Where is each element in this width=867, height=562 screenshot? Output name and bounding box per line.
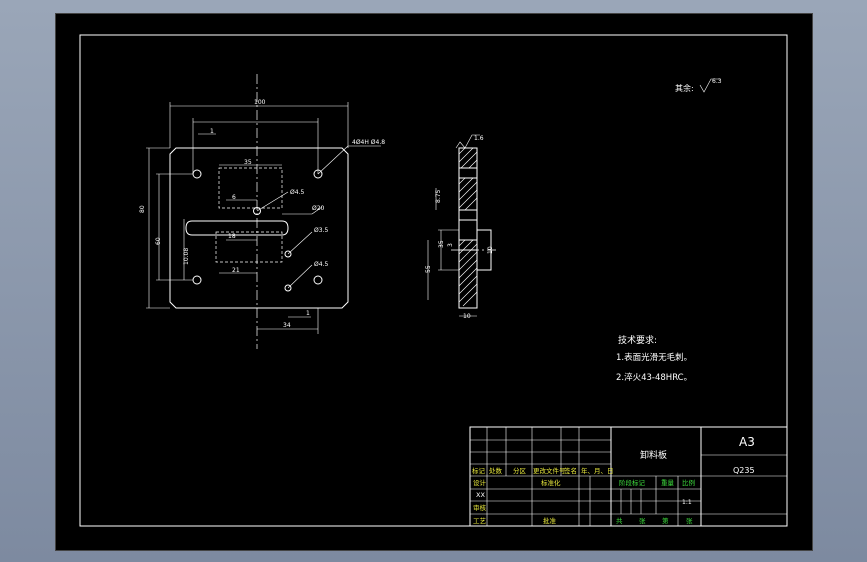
header-sign: 签名 bbox=[564, 466, 577, 475]
drawing-sheet: 其余: 6.3 100 1 80 60 10.08 bbox=[55, 13, 813, 551]
header-date: 年、月、日 bbox=[581, 466, 614, 475]
dim-left-height: 80 bbox=[139, 205, 146, 213]
side-dim-bottom: 10 bbox=[463, 313, 471, 320]
dim-hole-b: Ø3.5 bbox=[314, 227, 328, 234]
cad-drawing: 其余: 6.3 100 1 80 60 10.08 bbox=[79, 34, 788, 527]
header-zone: 分区 bbox=[513, 466, 527, 475]
material: Q235 bbox=[733, 466, 755, 475]
title-block: 卸料板 A3 Q235 标记 处数 分区 更改文件号 签名 年、月、日 设计 X… bbox=[469, 426, 788, 527]
side-roughness-value: 1.6 bbox=[474, 135, 484, 142]
dim-hole-a: Ø4.5 bbox=[290, 189, 304, 196]
side-roughness-symbol bbox=[455, 134, 480, 149]
center-hole-low bbox=[284, 284, 292, 292]
side-view: 1.6 8.75 35 3 55 10 10 bbox=[425, 134, 496, 320]
label-process: 工艺 bbox=[473, 517, 487, 525]
dim-top-small: 1 bbox=[210, 128, 214, 135]
center-hole-mid bbox=[284, 250, 292, 258]
corner-hole-tr bbox=[313, 169, 323, 179]
dim-18: 18 bbox=[228, 233, 236, 240]
center-hole-top bbox=[253, 207, 261, 215]
header-change-doc: 更改文件号 bbox=[533, 466, 566, 475]
header-mark: 标记 bbox=[472, 466, 486, 475]
header-count: 处数 bbox=[489, 466, 503, 475]
label-total: 共 bbox=[616, 516, 623, 525]
label-sheet: 张 bbox=[639, 516, 646, 525]
label-weight: 重量 bbox=[661, 479, 675, 487]
label-standardize: 标准化 bbox=[541, 478, 561, 487]
dim-pocket-width: 35 bbox=[244, 159, 252, 166]
corner-hole-tl bbox=[192, 169, 202, 179]
label-design: 设计 bbox=[473, 478, 487, 487]
dim-bottom-small: 1 bbox=[306, 310, 310, 317]
dim-pocket-b: Ø20 bbox=[312, 205, 325, 212]
side-dim-right: 10 bbox=[487, 246, 494, 254]
dim-left-small: 10.08 bbox=[183, 248, 190, 265]
label-page-2: 张 bbox=[686, 516, 693, 525]
part-name: 卸料板 bbox=[640, 449, 667, 461]
note-hole-leader: 4Ø4H Ø4.8 bbox=[352, 139, 385, 146]
corner-hole-bl bbox=[192, 275, 202, 285]
designer-name: XX bbox=[476, 491, 485, 499]
side-dim-3: 3 bbox=[447, 243, 454, 247]
corner-hole-br bbox=[313, 275, 323, 285]
dim-hole-c: Ø4.5 bbox=[314, 261, 328, 268]
label-scale: 比例 bbox=[682, 478, 695, 487]
title-block-frame bbox=[469, 426, 788, 527]
pocket-lower bbox=[215, 231, 283, 263]
label-approve: 批准 bbox=[543, 516, 557, 525]
drawing-border bbox=[79, 34, 788, 527]
tech-req-line-2: 2.淬火43-48HRC。 bbox=[616, 372, 692, 383]
label-review: 审核 bbox=[473, 503, 487, 512]
dim-6: 6 bbox=[232, 194, 236, 201]
pocket-upper bbox=[218, 167, 283, 209]
technical-requirements: 技术要求: 1.表面光滑无毛刺。 2.淬火43-48HRC。 bbox=[616, 334, 692, 383]
dim-bottom: 34 bbox=[283, 322, 291, 329]
dim-21: 21 bbox=[232, 267, 240, 274]
tech-req-line-1: 1.表面光滑无毛刺。 bbox=[616, 352, 692, 363]
side-dim-1: 8.75 bbox=[435, 189, 442, 203]
center-slot bbox=[185, 220, 289, 236]
side-dim-2: 35 bbox=[438, 240, 445, 248]
label-page: 第 bbox=[662, 516, 669, 525]
roughness-label: 其余: bbox=[675, 83, 694, 93]
side-dim-4: 55 bbox=[425, 265, 432, 273]
front-view: 100 1 80 60 10.08 35 bbox=[139, 74, 385, 349]
side-plate-outline bbox=[458, 147, 478, 309]
roughness-value: 6.3 bbox=[712, 78, 722, 85]
dim-overall-width: 100 bbox=[254, 99, 266, 106]
sheet-size: A3 bbox=[739, 435, 755, 449]
label-stage-mark: 阶段标记 bbox=[619, 478, 646, 487]
scale-value: 1:1 bbox=[682, 499, 692, 506]
tech-req-title: 技术要求: bbox=[618, 334, 657, 346]
dim-left-inner: 60 bbox=[155, 237, 162, 245]
roughness-symbol bbox=[699, 78, 720, 93]
